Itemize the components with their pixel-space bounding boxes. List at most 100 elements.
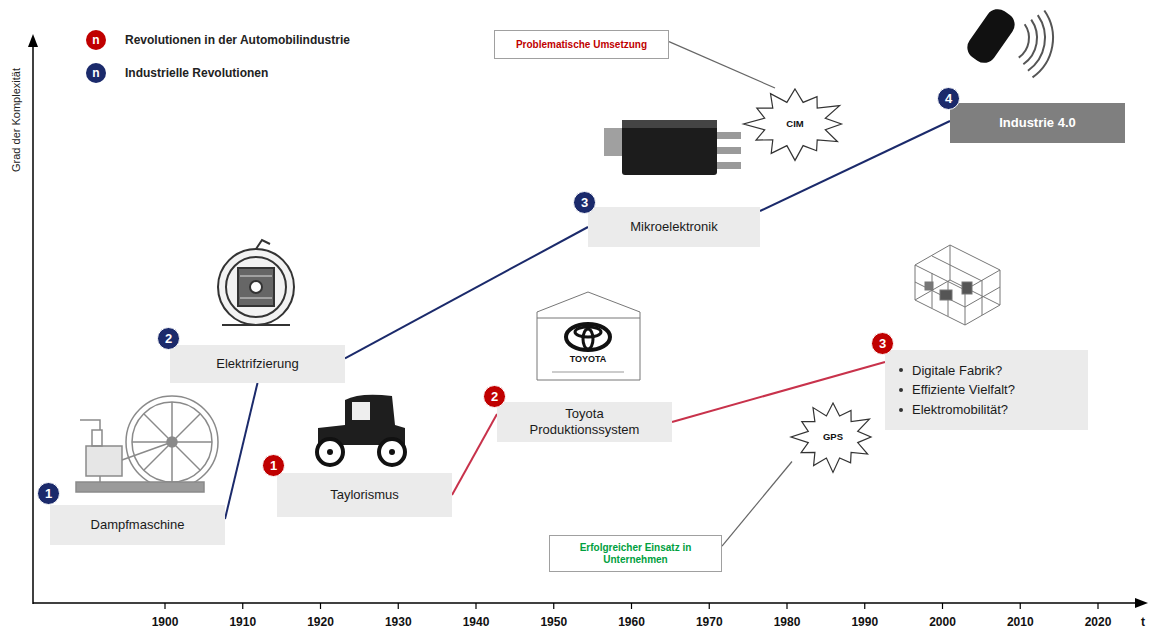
steam-engine-illustration: [99, 476, 101, 482]
digital-factory-illustration: [915, 245, 1000, 290]
axis-tick: [165, 603, 1098, 609]
callout-number: 3: [573, 191, 596, 214]
electric-motor-illustration: [222, 324, 290, 326]
axis-tick: [1097, 603, 1098, 609]
car-illustration: [327, 449, 333, 455]
axis-tick: [786, 603, 787, 609]
node-label: 3: [879, 336, 886, 352]
callout-number: 1: [37, 482, 60, 505]
microchip-illustration: [604, 120, 741, 175]
callout-number: 1: [262, 454, 285, 477]
bullet-row: Elektromobilität?: [899, 402, 1008, 418]
axis: [28, 34, 1148, 609]
axis-tick: [553, 603, 554, 609]
axis-tick: [320, 603, 321, 609]
car-illustration: [379, 439, 405, 465]
microchip-illustration: [717, 162, 741, 169]
connector: [345, 227, 588, 358]
axis: [1135, 598, 1148, 608]
node-label: Industrie 4.0: [999, 115, 1076, 131]
node-label: 3: [581, 195, 588, 211]
bullet-row: Effiziente Vielfalt?: [899, 382, 1015, 398]
steam-engine-illustration: [76, 396, 218, 492]
axis: [33, 602, 1137, 604]
axis-tick: [709, 603, 710, 609]
telephone-icon: [1023, 20, 1037, 65]
car-illustration: [317, 439, 343, 465]
axis-tick-label: 1950: [534, 615, 574, 629]
node-label: CIM: [786, 118, 803, 129]
callout-number: 2: [157, 327, 180, 350]
steam-engine-illustration: [86, 446, 122, 476]
callout-number: 3: [871, 332, 894, 355]
car-illustration: [389, 449, 395, 455]
electric-motor-illustration: [250, 281, 262, 293]
milestone-box: Taylorismus: [277, 473, 452, 517]
axis-tick-label: 1920: [301, 615, 341, 629]
node-label: Mikroelektronik: [630, 219, 717, 235]
callout-box: Problematische Umsetzung: [494, 30, 669, 59]
digital-factory-illustration: [915, 282, 965, 307]
axis-tick: [475, 603, 476, 609]
electric-motor-illustration: [218, 249, 294, 325]
axis-tick: [631, 603, 632, 609]
bullet-text: Effiziente Vielfalt?: [912, 382, 1015, 398]
axis-tick-label: 1990: [845, 615, 885, 629]
electric-motor-illustration: [218, 240, 294, 325]
digital-factory-illustration: [962, 282, 972, 294]
node-label: Problematische Umsetzung: [516, 39, 647, 51]
electric-motor-illustration: [240, 298, 272, 299]
axis-tick: [242, 603, 243, 609]
digital-factory-illustration: [932, 256, 982, 281]
legend-text: Industrielle Revolutionen: [125, 63, 268, 83]
callout-number: 2: [483, 385, 506, 408]
electric-motor-illustration: [238, 268, 274, 306]
legend-text: Revolutionen in der Automobilindustrie: [125, 30, 350, 50]
callout-number: 4: [937, 87, 960, 110]
telephone-icon: [1033, 10, 1053, 77]
microchip-illustration: [717, 132, 741, 139]
toyota-logo-illustration: [583, 329, 593, 349]
steam-engine-illustration: [76, 482, 204, 492]
telephone-icon: [963, 4, 1053, 77]
callout-box: Erfolgreicher Einsatz in Unternehmen: [549, 535, 722, 572]
node-label: Dampfmaschine: [91, 517, 185, 533]
toyota-logo-illustration: [537, 292, 640, 380]
axis-tick-label: 1980: [767, 615, 807, 629]
milestone-box: Industrie 4.0: [950, 103, 1125, 143]
node-label: Taylorismus: [330, 487, 399, 503]
milestone-box: Toyota Produktionssystem: [497, 402, 672, 442]
starburst-outline: [791, 403, 871, 472]
bullet-dot: [899, 408, 903, 412]
axis-tick-label: 2020: [1078, 615, 1118, 629]
axis-tick: [398, 603, 399, 609]
milestone-box: Dampfmaschine: [50, 505, 225, 545]
node-label: 1: [45, 486, 52, 502]
node-label: Elektrifzierung: [216, 356, 298, 372]
toyota-logo-illustration: [552, 372, 624, 373]
toyota-logo-illustration: [537, 292, 640, 380]
steam-engine-illustration: [122, 442, 172, 460]
axis: [32, 46, 34, 604]
logo-text: TOYOTA: [548, 354, 628, 364]
axis-tick: [864, 603, 865, 609]
digital-factory-illustration: [915, 245, 1000, 325]
axis-tick-label: 1960: [612, 615, 652, 629]
node-label: GPS: [823, 431, 843, 442]
toyota-logo-illustration: [566, 324, 610, 350]
car-illustration: [317, 395, 405, 465]
car-illustration: [352, 402, 370, 420]
electric-motor-illustration: [256, 240, 270, 249]
digital-factory-illustration: [925, 282, 933, 290]
axis-tick-label: 1970: [689, 615, 729, 629]
legend-symbol: n: [86, 63, 106, 83]
bullet-row: Digitale Fabrik?: [899, 363, 1002, 379]
axis-tick-label: 2010: [1000, 615, 1040, 629]
axis-tick: [1020, 603, 1021, 609]
node-label: Erfolgreicher Einsatz in Unternehmen: [554, 542, 717, 566]
connector: [225, 383, 258, 519]
digital-factory-illustration: [950, 245, 951, 280]
starburst: GPS: [792, 402, 874, 472]
axis-title: Grad der Komplexität: [10, 68, 22, 172]
